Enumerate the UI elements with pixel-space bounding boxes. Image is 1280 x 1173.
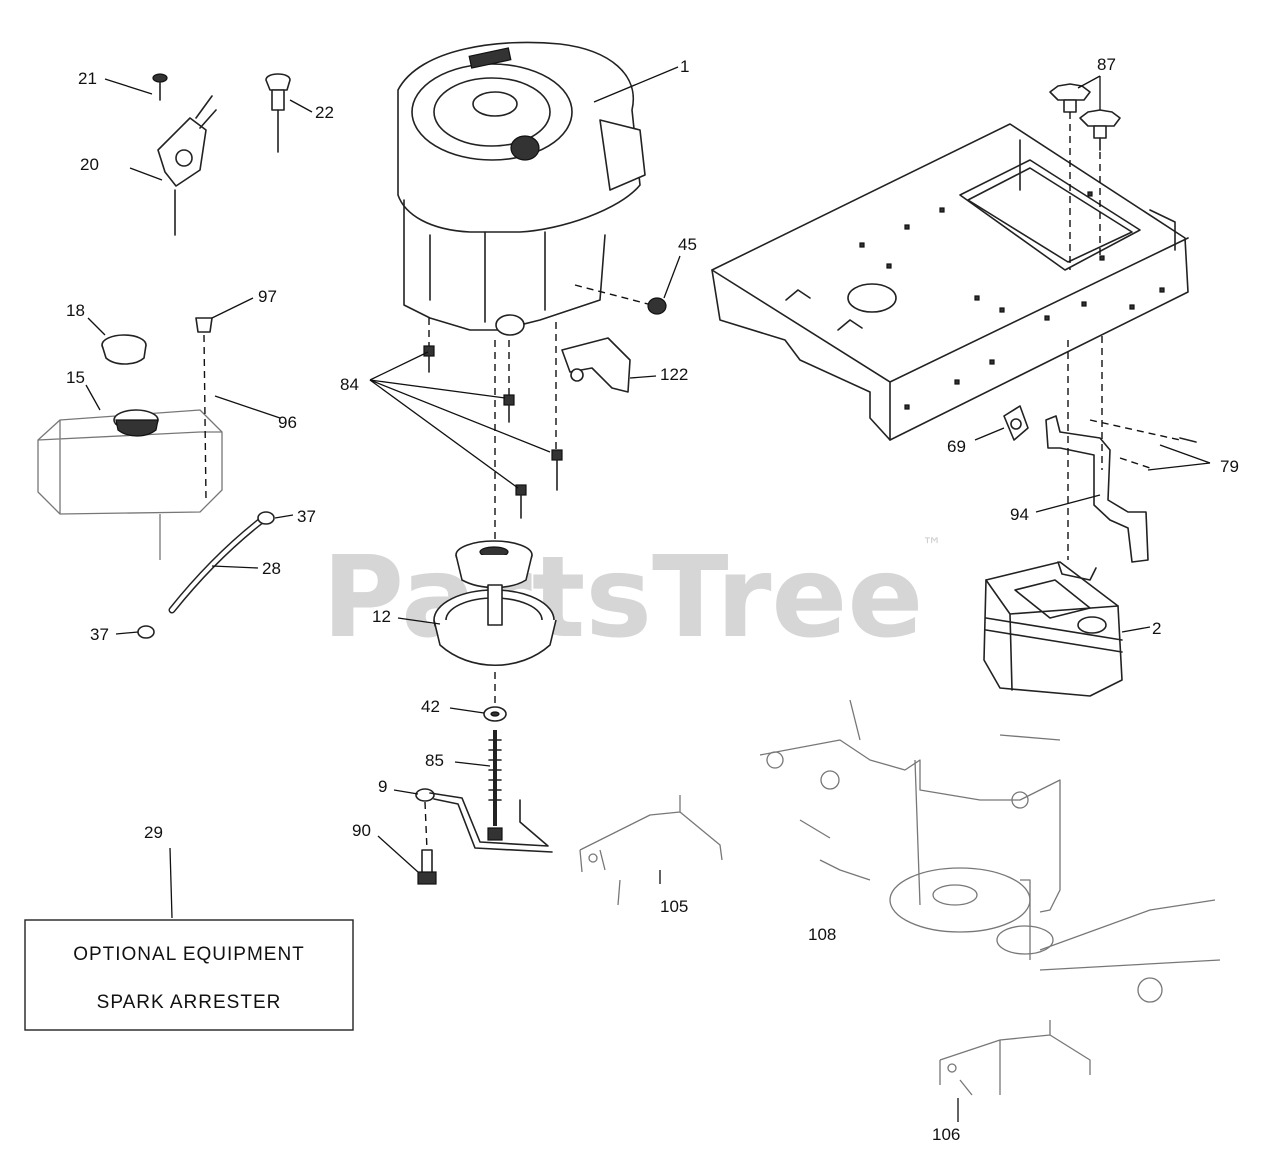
optional-equipment-box: OPTIONAL EQUIPMENT SPARK ARRESTER xyxy=(24,919,354,1031)
callout-2: 2 xyxy=(1152,619,1161,638)
callout-96: 96 xyxy=(278,413,297,432)
bolts-84-part[interactable] xyxy=(423,318,563,519)
callout-22: 22 xyxy=(315,103,334,122)
callout-15: 15 xyxy=(66,368,85,387)
bolt-85-part[interactable] xyxy=(487,730,503,841)
callout-42: 42 xyxy=(421,697,440,716)
watermark-brand: PartsTree xyxy=(322,533,923,663)
engine-part[interactable] xyxy=(397,41,646,336)
callout-labels: 1 2 9 12 15 18 20 21 22 28 29 37 37 42 4… xyxy=(66,55,1239,1144)
deflector-122-part[interactable] xyxy=(561,337,631,393)
watermark-trademark: ™ xyxy=(922,533,942,557)
callout-12: 12 xyxy=(372,607,391,626)
gasket-69-part[interactable] xyxy=(1003,405,1029,441)
fuel-tank-15-part[interactable] xyxy=(37,409,223,560)
exhaust-pipe-94-part[interactable] xyxy=(1045,415,1149,563)
callout-1: 1 xyxy=(680,57,689,76)
knob-22-part[interactable] xyxy=(265,73,291,153)
fuel-cap-18-part[interactable] xyxy=(101,334,147,365)
callout-108: 108 xyxy=(808,925,836,944)
hose-28-part[interactable] xyxy=(168,516,266,614)
bracket-106-part[interactable] xyxy=(939,1020,1091,1096)
callout-37-lower: 37 xyxy=(90,625,109,644)
callout-105: 105 xyxy=(660,897,688,916)
optional-equipment-line2: SPARK ARRESTER xyxy=(97,992,282,1013)
callout-18: 18 xyxy=(66,301,85,320)
callout-90: 90 xyxy=(352,821,371,840)
callout-28: 28 xyxy=(262,559,281,578)
washer-42-part[interactable] xyxy=(483,672,507,722)
callout-87: 87 xyxy=(1097,55,1116,74)
throttle-bracket-20-part[interactable] xyxy=(157,95,217,236)
bolt-21-part[interactable] xyxy=(152,73,168,101)
callout-69: 69 xyxy=(947,437,966,456)
callout-85: 85 xyxy=(425,751,444,770)
screws-79-part[interactable] xyxy=(1089,419,1197,469)
pulley-12-part[interactable] xyxy=(433,340,557,667)
callout-122: 122 xyxy=(660,365,688,384)
callout-97: 97 xyxy=(258,287,277,306)
callout-29: 29 xyxy=(144,823,163,842)
callout-94: 94 xyxy=(1010,505,1029,524)
callout-45: 45 xyxy=(678,235,697,254)
bolt-90-part[interactable] xyxy=(417,849,437,885)
knobs-87-part[interactable] xyxy=(1049,83,1121,270)
callout-84: 84 xyxy=(340,375,359,394)
clamp-37-lower-part[interactable] xyxy=(137,625,155,639)
callout-79: 79 xyxy=(1220,457,1239,476)
callout-20: 20 xyxy=(80,155,99,174)
nut-45-part[interactable] xyxy=(574,284,667,315)
engine-mount-plate-part[interactable] xyxy=(711,123,1189,441)
callout-37-upper: 37 xyxy=(297,507,316,526)
leader-lines xyxy=(85,66,1211,1122)
transmission-108-part[interactable] xyxy=(759,699,1221,1003)
callout-106: 106 xyxy=(932,1125,960,1144)
fuel-line-97-part[interactable] xyxy=(195,317,213,501)
clamp-37-upper-part[interactable] xyxy=(257,511,275,525)
bracket-9-part[interactable] xyxy=(415,788,553,853)
bracket-105-part[interactable] xyxy=(579,795,723,906)
callout-9: 9 xyxy=(378,777,387,796)
callout-21: 21 xyxy=(78,69,97,88)
muffler-2-part[interactable] xyxy=(983,336,1123,697)
optional-equipment-line1: OPTIONAL EQUIPMENT xyxy=(73,944,305,965)
